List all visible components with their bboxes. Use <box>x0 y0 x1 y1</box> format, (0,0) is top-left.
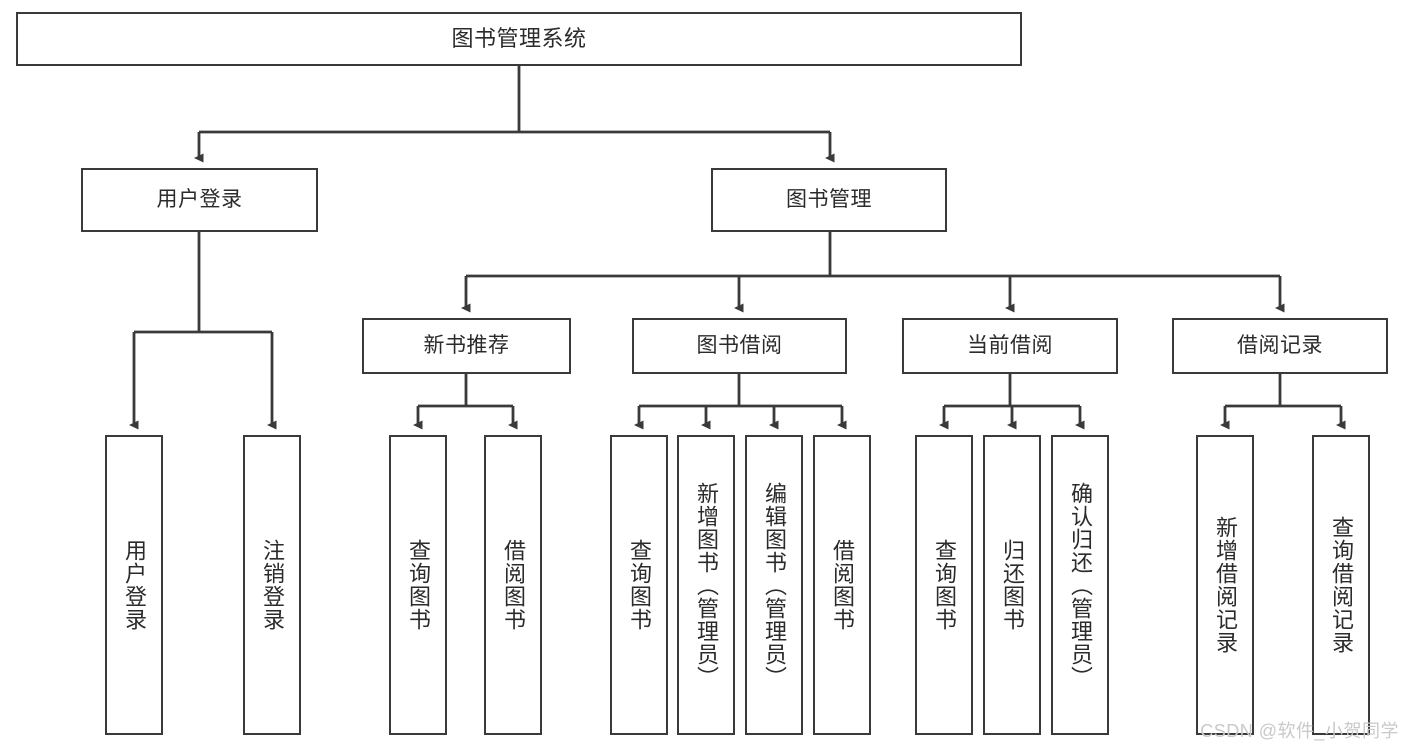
node-borrow-record[interactable]: 借阅记录 <box>1172 318 1388 374</box>
node-leaf-confirm-return[interactable]: 确认归还（管理员） <box>1051 435 1109 735</box>
node-leaf-query-book-3-label: 查询图书 <box>931 539 957 631</box>
node-current-borrow[interactable]: 当前借阅 <box>902 318 1118 374</box>
node-borrow-record-label: 借阅记录 <box>1237 334 1323 358</box>
node-leaf-edit-book[interactable]: 编辑图书（管理员） <box>745 435 803 735</box>
node-leaf-borrow-book-1[interactable]: 借阅图书 <box>484 435 542 735</box>
node-leaf-query-book-2-label: 查询图书 <box>626 539 652 631</box>
node-leaf-query-record-label: 查询借阅记录 <box>1328 516 1354 654</box>
node-new-book-rec[interactable]: 新书推荐 <box>362 318 571 374</box>
node-leaf-user-login-label: 用户登录 <box>121 539 147 631</box>
node-book-borrow-label: 图书借阅 <box>696 334 783 358</box>
node-leaf-query-book-1[interactable]: 查询图书 <box>389 435 447 735</box>
node-root[interactable]: 图书管理系统 <box>16 12 1022 66</box>
node-user-login-label: 用户登录 <box>156 188 243 212</box>
node-leaf-edit-book-label: 编辑图书（管理员） <box>761 481 787 689</box>
node-leaf-query-book-3[interactable]: 查询图书 <box>915 435 973 735</box>
node-leaf-user-login[interactable]: 用户登录 <box>105 435 163 735</box>
node-current-borrow-label: 当前借阅 <box>967 334 1053 358</box>
node-new-book-rec-label: 新书推荐 <box>423 334 510 358</box>
node-leaf-return-book[interactable]: 归还图书 <box>983 435 1041 735</box>
node-leaf-logout-label: 注销登录 <box>259 539 285 631</box>
node-user-login[interactable]: 用户登录 <box>81 168 318 232</box>
node-leaf-return-book-label: 归还图书 <box>999 539 1025 631</box>
node-leaf-borrow-book-2[interactable]: 借阅图书 <box>813 435 871 735</box>
node-book-borrow[interactable]: 图书借阅 <box>632 318 847 374</box>
node-book-manage-label: 图书管理 <box>786 188 872 212</box>
node-root-label: 图书管理系统 <box>451 25 587 51</box>
node-leaf-confirm-return-label: 确认归还（管理员） <box>1067 481 1093 689</box>
node-book-manage[interactable]: 图书管理 <box>711 168 947 232</box>
node-leaf-query-record[interactable]: 查询借阅记录 <box>1312 435 1370 735</box>
node-leaf-query-book-2[interactable]: 查询图书 <box>610 435 668 735</box>
node-leaf-add-book[interactable]: 新增图书（管理员） <box>677 435 735 735</box>
node-leaf-add-book-label: 新增图书（管理员） <box>693 481 719 689</box>
csdn-watermark: CSDN @软件_小贺同学 <box>1200 721 1399 741</box>
node-leaf-add-record-label: 新增借阅记录 <box>1212 516 1238 654</box>
node-leaf-add-record[interactable]: 新增借阅记录 <box>1196 435 1254 735</box>
node-leaf-borrow-book-2-label: 借阅图书 <box>829 539 855 631</box>
node-leaf-logout[interactable]: 注销登录 <box>243 435 301 735</box>
node-leaf-borrow-book-1-label: 借阅图书 <box>500 539 526 631</box>
node-leaf-query-book-1-label: 查询图书 <box>405 539 431 631</box>
